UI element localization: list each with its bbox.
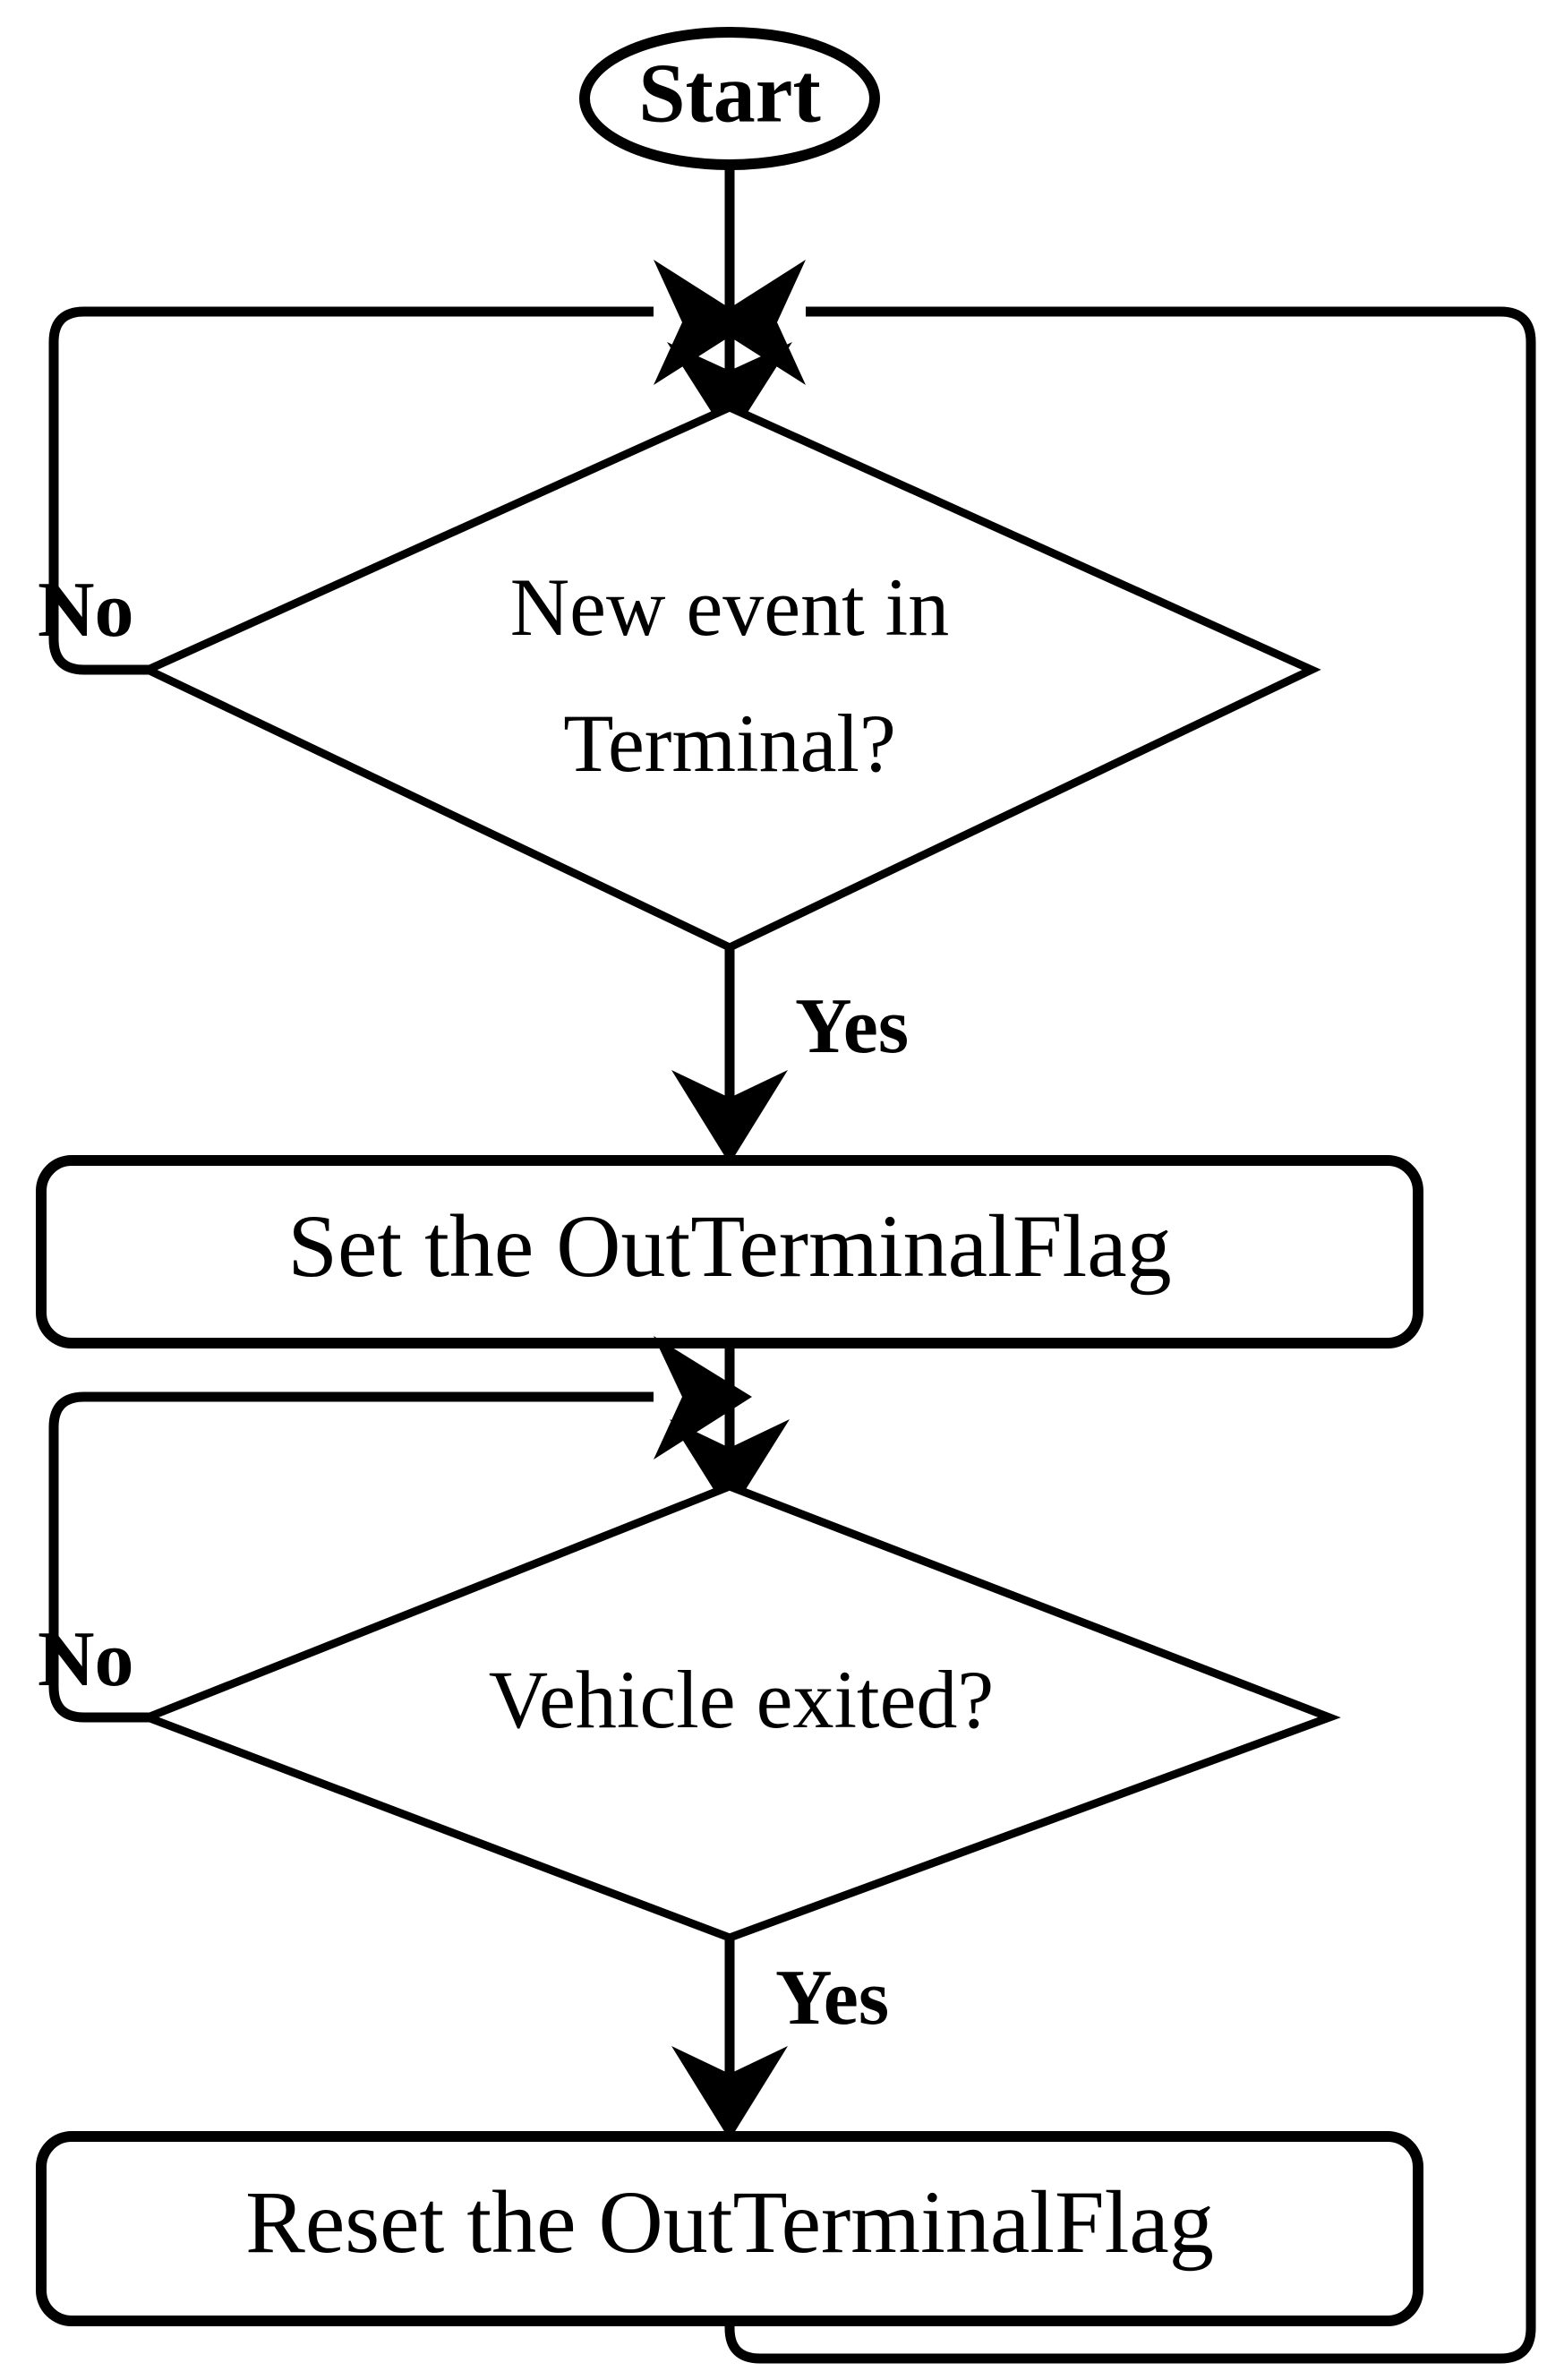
decision-new-event-label-line1: New event in: [510, 561, 950, 653]
process-reset-flag-label: Reset the OutTerminalFlag: [245, 2172, 1214, 2272]
edge-label-vehicle-exited-no: No: [38, 1616, 134, 1703]
arrowhead-down-into-vehicle-exited: [670, 1419, 790, 1515]
edge-label-new-event-no: No: [38, 567, 134, 654]
process-reset-flag-shape: [36, 2131, 1423, 2326]
edge-new-event-no-loop: [48, 306, 654, 675]
decision-vehicle-exited-label: Vehicle exited?: [489, 1654, 995, 1745]
arrowhead-into-reset-flag: [671, 2046, 788, 2140]
decision-new-event-shape: [138, 403, 1321, 952]
edge-reset-flag-to-new-event-loop: [724, 306, 1536, 2364]
arrowhead-into-set-flag: [671, 1070, 788, 1164]
edge-label-vehicle-exited-yes: Yes: [775, 1955, 889, 2042]
process-set-flag-label: Set the OutTerminalFlag: [287, 1196, 1171, 1296]
edge-label-new-event-yes: Yes: [795, 983, 909, 1070]
start-node-label: Start: [638, 47, 821, 141]
decision-new-event-label-line2: Terminal?: [563, 698, 896, 789]
edge-vehicle-exited-no-loop: [48, 1391, 654, 1723]
arrowhead-down-into-new-event: [667, 342, 792, 441]
